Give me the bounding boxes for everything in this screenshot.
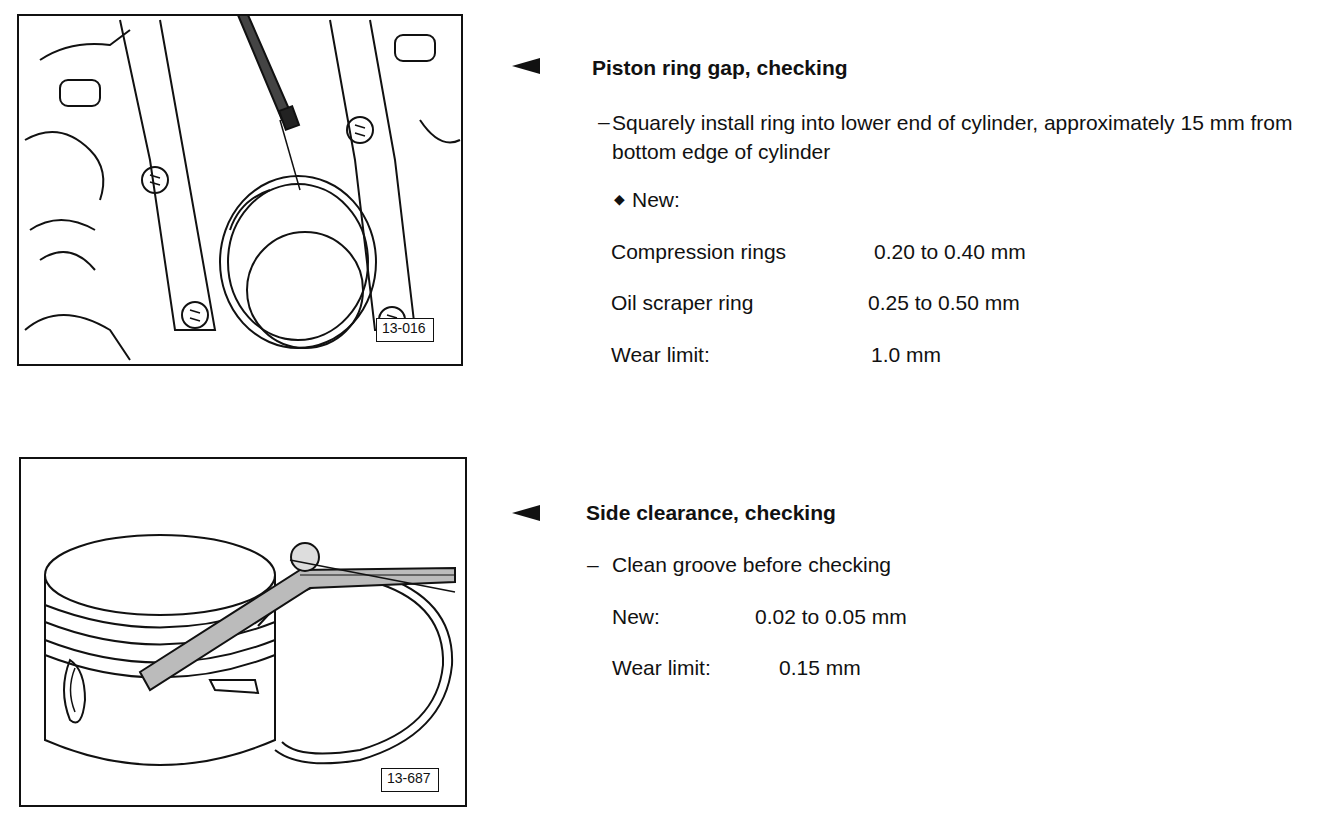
spec-value: 0.25 to 0.50 mm: [868, 290, 1020, 316]
spec-value: 0.20 to 0.40 mm: [874, 239, 1026, 265]
section-marker: [512, 58, 540, 74]
spec-name: Wear limit:: [612, 655, 711, 681]
spec-value: 0.15 mm: [779, 655, 861, 681]
figure-frame: [18, 15, 462, 365]
section-heading: Side clearance, checking: [586, 500, 836, 526]
instruction-text: Squarely install ring into lower end of …: [612, 108, 1327, 166]
spec-name: New:: [612, 604, 660, 630]
instruction-text: Clean groove before checking: [612, 552, 891, 578]
spec-name: Oil scraper ring: [611, 290, 753, 316]
bullet: ◆: [614, 191, 625, 209]
section-marker: [512, 505, 540, 521]
figure-number: 13-016: [377, 319, 433, 338]
figure-number: 13-687: [382, 769, 438, 788]
spec-name: Compression rings: [611, 239, 786, 265]
engine-block-drawing: [25, 15, 460, 360]
figure-number-box: 13-016: [376, 318, 434, 342]
spec-value: 1.0 mm: [871, 342, 941, 368]
list-dash: –: [587, 552, 599, 578]
list-dash: –: [598, 109, 610, 135]
spec-name: Wear limit:: [611, 342, 710, 368]
section-heading: Piston ring gap, checking: [592, 55, 848, 81]
figure-frame: [20, 458, 466, 806]
spec-heading: New:: [632, 187, 680, 213]
piston-drawing: [45, 535, 455, 765]
figure-number-box: 13-687: [381, 768, 439, 792]
spec-value: 0.02 to 0.05 mm: [755, 604, 907, 630]
